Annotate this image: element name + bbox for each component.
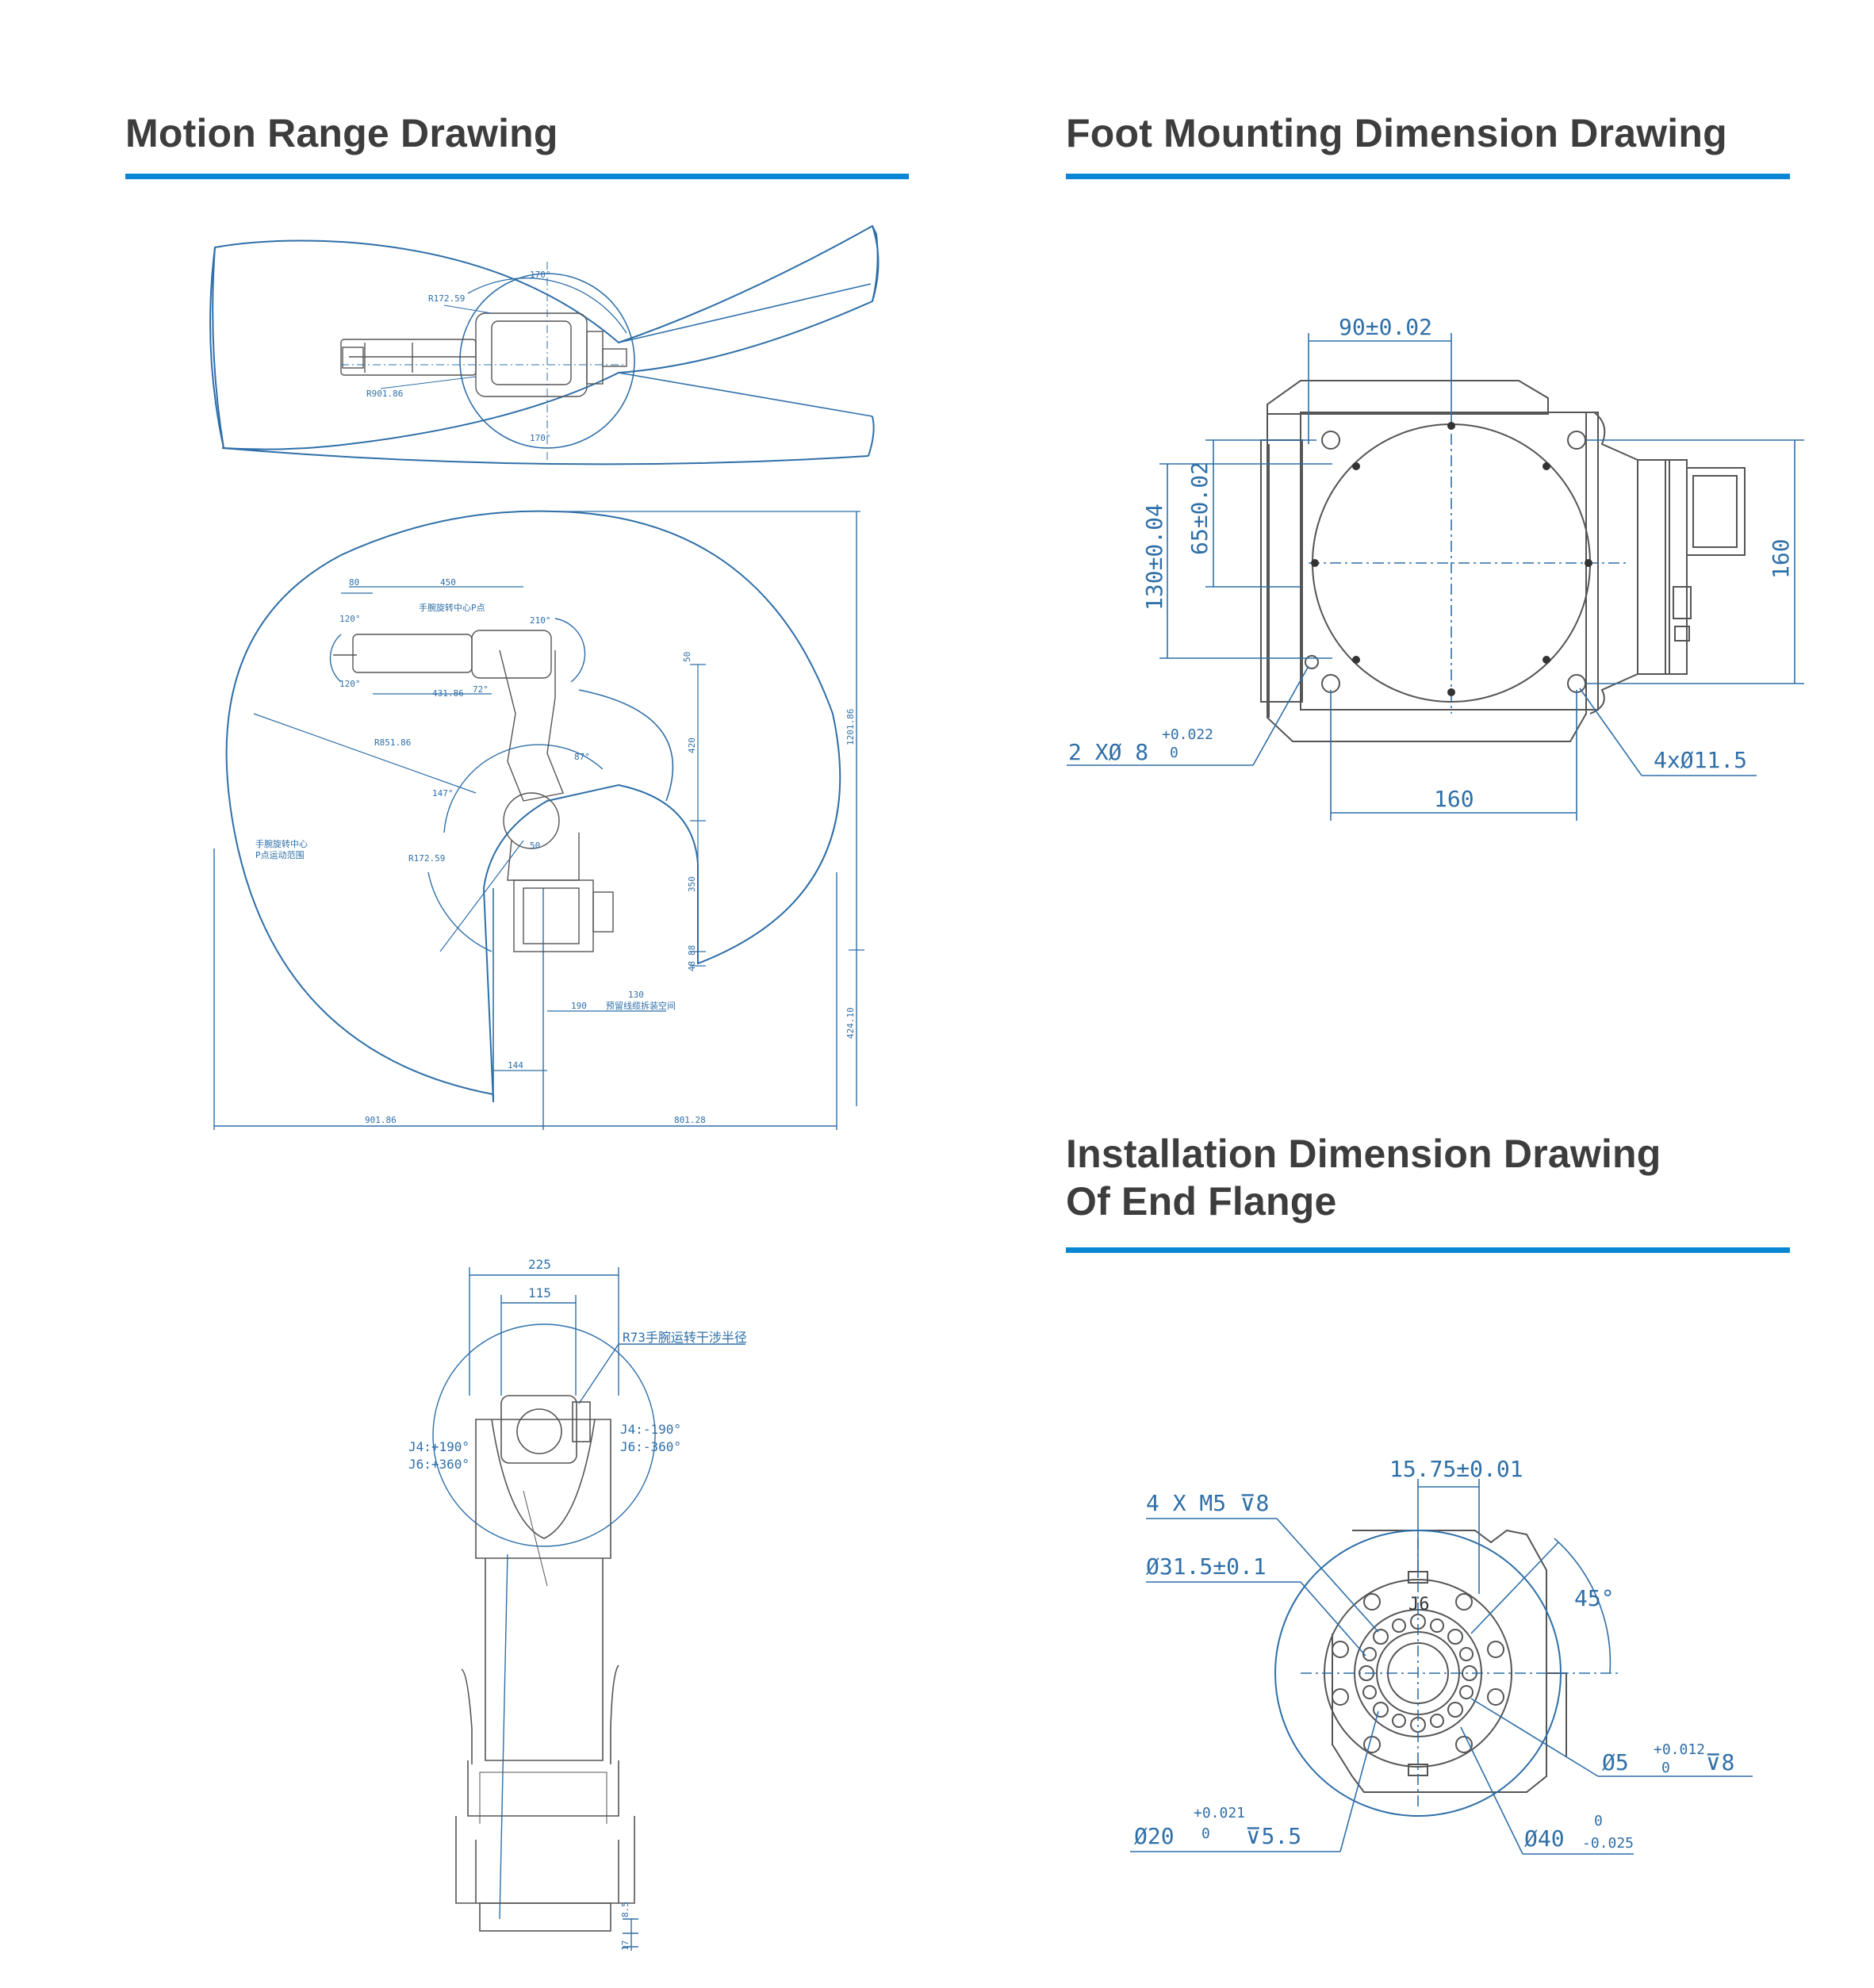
flange-bore40-tol-lower: -0.025 xyxy=(1582,1835,1634,1852)
range-label-line2: P点运动范围 xyxy=(255,849,305,860)
dim-130-label: 130 xyxy=(628,990,644,1000)
ang-210-label: 210° xyxy=(530,615,551,626)
foot-pin-callout-label: 2 XØ 8 xyxy=(1068,739,1148,765)
dim-431-label: 431.86 xyxy=(432,688,464,699)
cable-space-label: 预留线缆拆装空间 xyxy=(606,1000,676,1011)
foot-hole-callout-label: 4xØ11.5 xyxy=(1654,747,1747,773)
top-angle-top-label: 170° xyxy=(530,270,551,280)
end-flange-underline xyxy=(1066,1247,1790,1253)
flange-bore40-tol-upper: 0 xyxy=(1594,1813,1603,1829)
flange-pin-tol-lower: 0 xyxy=(1661,1760,1670,1776)
dim-1201-label: 1201.86 xyxy=(845,709,856,745)
front-view-robot-body xyxy=(455,1395,635,1932)
foot-bottom-dim-label: 160 xyxy=(1434,786,1474,812)
dim-450-label: 450 xyxy=(440,577,456,588)
flange-angle-label: 45° xyxy=(1574,1585,1615,1611)
radius-note-label: R73手腕运转干涉半径 xyxy=(623,1330,747,1345)
top-radius-small-label: R172.59 xyxy=(428,293,465,304)
dim-424-label: 424.10 xyxy=(845,1007,856,1039)
flange-bore20-depth: ⊽5.5 xyxy=(1245,1823,1301,1849)
dim-801-label: 801.28 xyxy=(674,1115,706,1125)
dim-144-label: 144 xyxy=(508,1060,523,1071)
end-flange-title-line2: Of End Flange xyxy=(1066,1179,1337,1224)
top-view-robot-body xyxy=(340,312,627,397)
j6-right-label: J6:-360° xyxy=(620,1439,681,1454)
end-flange-title-line1: Installation Dimension Drawing xyxy=(1066,1132,1661,1176)
dim-901-label: 901.86 xyxy=(365,1115,397,1125)
foot-pin-tol-lower: 0 xyxy=(1170,745,1178,761)
flange-bore40-label: Ø40 xyxy=(1524,1825,1565,1852)
flange-top-dim-label: 15.75±0.01 xyxy=(1389,1456,1523,1482)
wrist-interference-circle xyxy=(432,1323,656,1547)
top-angle-bottom-label: 170° xyxy=(530,433,551,443)
j4-right-label: J4:-190° xyxy=(620,1422,681,1437)
dim-350-label: 350 xyxy=(687,876,697,892)
top-radius-large-label: R901.86 xyxy=(366,389,403,399)
foot-top-dim-label: 90±0.02 xyxy=(1339,314,1432,340)
dim-190-label: 190 xyxy=(571,1001,587,1011)
ang-87-label: 87° xyxy=(574,752,590,762)
flange-pcd-callout-label: Ø31.5±0.1 xyxy=(1146,1553,1267,1580)
flange-pin-callout-label: Ø5 xyxy=(1602,1749,1629,1775)
flange-pin-tol-upper: +0.012 xyxy=(1654,1741,1705,1758)
wrist-center-label: 手腕旋转中心P点 xyxy=(419,602,485,613)
flange-bore20-tol-lower: 0 xyxy=(1201,1825,1210,1842)
side-view-robot-body xyxy=(333,630,614,952)
foot-right-dim-label: 160 xyxy=(1768,538,1794,579)
range-label-line1: 手腕旋转中心 xyxy=(255,838,308,849)
j4-left-label: J4:+190° xyxy=(408,1439,469,1454)
foot-mounting-title: Foot Mounting Dimension Drawing xyxy=(1066,111,1727,155)
flange-j6-label: J6 xyxy=(1408,1595,1430,1615)
flange-pin-depth: ⊽8 xyxy=(1705,1749,1734,1775)
foot-left-outer-label: 130±0.04 xyxy=(1141,504,1167,611)
dim-80-label: 80 xyxy=(349,577,359,588)
foot-bolt-dots xyxy=(1311,422,1592,696)
dim-225-label: 225 xyxy=(528,1257,551,1272)
flange-bore20-label: Ø20 xyxy=(1134,1823,1175,1849)
motion-range-title: Motion Range Drawing xyxy=(125,111,558,155)
ang-120-top-label: 120° xyxy=(339,614,361,624)
dim-115-label: 115 xyxy=(528,1285,551,1300)
dim-17-label: 17 xyxy=(620,1940,630,1951)
dim-50-label: 50 xyxy=(682,652,692,662)
flange-bore20-tol-upper: +0.021 xyxy=(1194,1805,1245,1821)
ang-72-label: 72° xyxy=(473,684,489,695)
foot-left-inner-label: 65±0.02 xyxy=(1186,462,1213,555)
ang-120-bottom-label: 120° xyxy=(339,679,361,689)
motion-range-underline xyxy=(125,174,909,179)
dim-48-label: 48 xyxy=(687,961,697,971)
dim-420-label: 420 xyxy=(687,737,697,753)
top-view-envelope xyxy=(212,224,879,450)
foot-mounting-underline xyxy=(1066,174,1790,179)
end-flange-title: Installation Dimension Drawing Of End Fl… xyxy=(1066,1130,1661,1225)
ang-147-label: 147° xyxy=(432,788,454,799)
flange-thread-callout-label: 4 X M5 ⊽8 xyxy=(1146,1490,1269,1516)
dim-88-label: 88 xyxy=(687,945,697,956)
j6-left-label: J6:+360° xyxy=(408,1457,469,1472)
foot-pin-tol-upper: +0.022 xyxy=(1162,726,1213,743)
side-view-envelope xyxy=(225,510,841,1103)
dim-r172-label: R172.59 xyxy=(408,853,445,864)
dim-8-5-label: 8.5 xyxy=(620,1902,630,1917)
dim-50-small-label: 50 xyxy=(530,841,540,851)
dim-r851-label: R851.86 xyxy=(374,737,411,748)
